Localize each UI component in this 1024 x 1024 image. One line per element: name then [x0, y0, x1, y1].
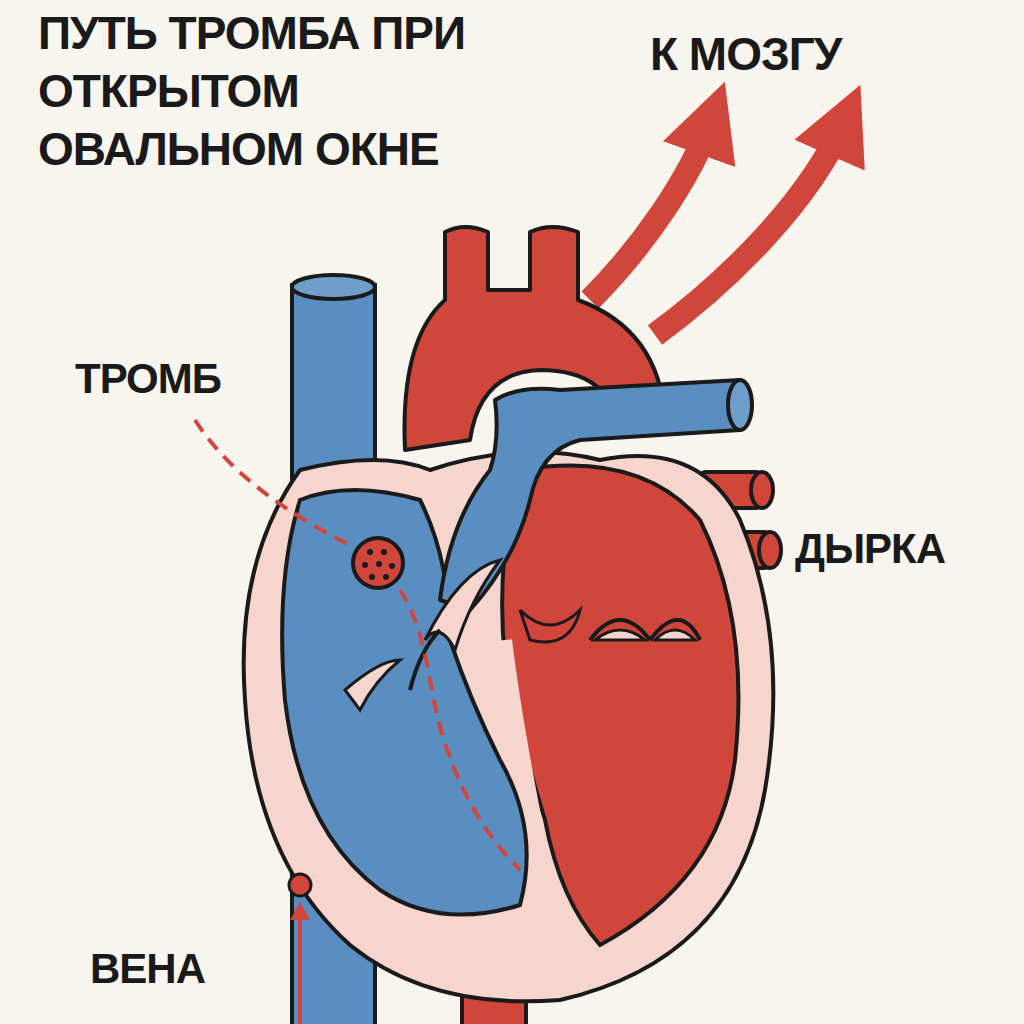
valve	[520, 610, 580, 642]
valve	[590, 620, 700, 640]
valve	[595, 630, 695, 640]
vein-label: ВЕНА	[90, 945, 205, 993]
destination-label: К МОЗГУ	[650, 28, 841, 81]
pulmonary-vein	[751, 472, 773, 508]
diagram-title: ПУТЬ ТРОМБА ПРИ ОТКРЫТОМ ОВАЛЬНОМ ОКНЕ	[38, 4, 508, 178]
left-chambers	[502, 466, 738, 945]
thrombus-label: ТРОМБ	[75, 355, 221, 403]
vein-arrow-head	[290, 902, 310, 920]
valve	[345, 660, 400, 710]
thrombus	[353, 538, 403, 588]
pulmonary-artery-opening	[728, 380, 752, 430]
septum	[505, 640, 560, 940]
vena-cava-opening	[292, 275, 375, 299]
brain-arrow	[590, 118, 712, 300]
brain-arrow	[655, 120, 845, 335]
vein-clot	[289, 874, 311, 896]
hole-label: ДЫРКА	[795, 525, 945, 573]
vein-arrow	[298, 918, 302, 1024]
pulmonary-vein	[759, 532, 781, 568]
thrombus-dots	[362, 549, 395, 580]
thrombus-path	[195, 420, 520, 870]
